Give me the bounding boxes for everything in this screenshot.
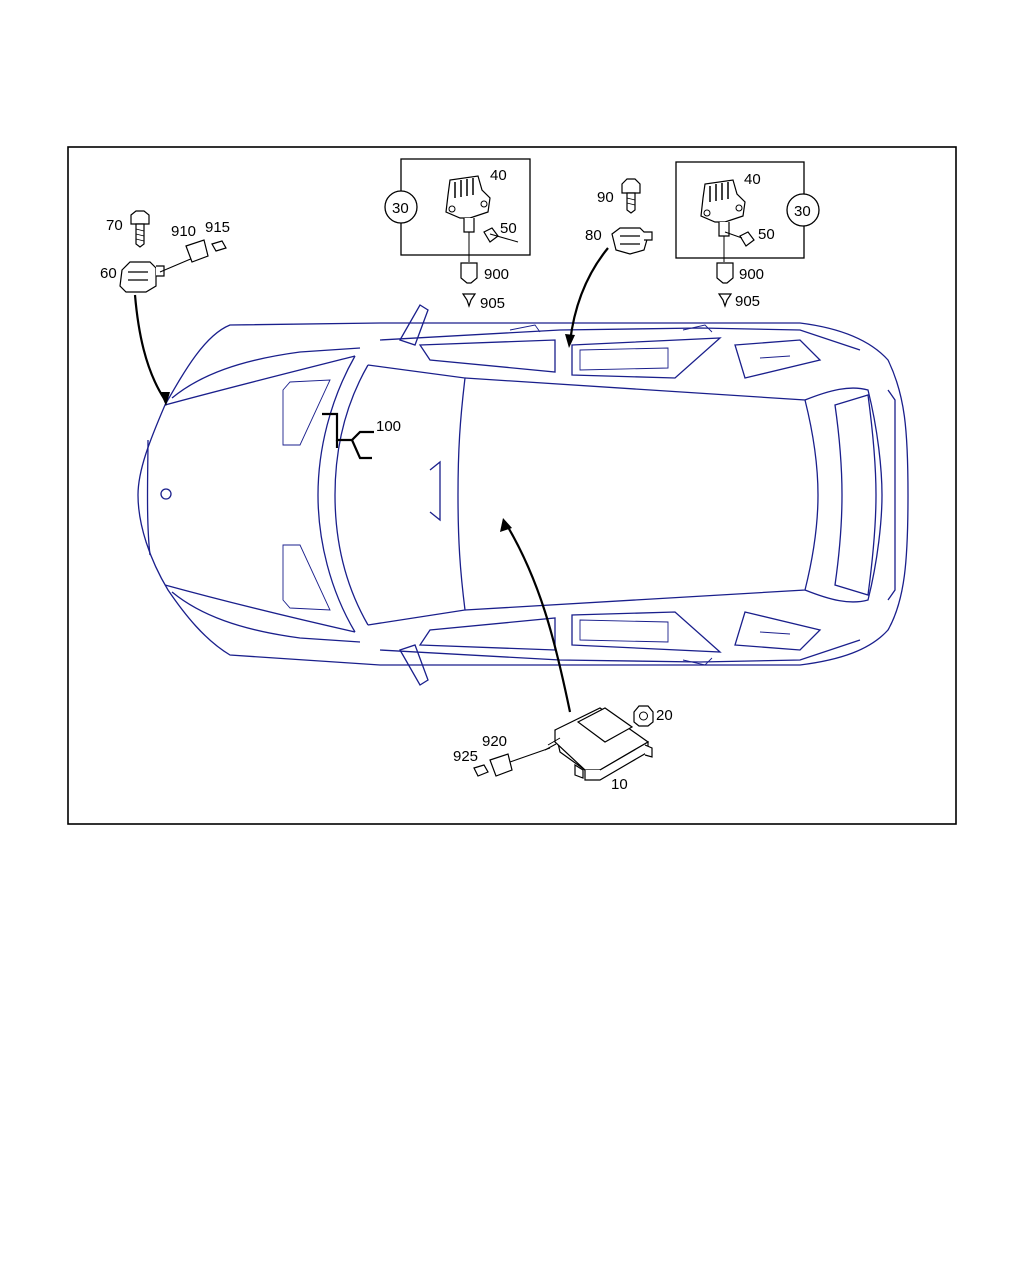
vehicle-outline — [137, 304, 909, 686]
label-30-right: 30 — [794, 203, 811, 220]
label-90: 90 — [597, 189, 614, 206]
connector-920-925 — [473, 747, 551, 777]
label-30-left: 30 — [392, 200, 409, 217]
connector-left — [460, 232, 478, 308]
label-920: 920 — [482, 733, 507, 750]
crash-sensor-left — [445, 175, 491, 233]
wiring-harness-icon — [322, 412, 374, 460]
label-900-right: 900 — [739, 266, 764, 283]
side-sensor — [611, 227, 653, 255]
label-50-right: 50 — [758, 226, 775, 243]
label-80: 80 — [585, 227, 602, 244]
label-925: 925 — [453, 748, 478, 765]
pointer-arrows — [133, 247, 609, 713]
connector-910-915 — [185, 239, 227, 263]
label-915: 915 — [205, 219, 230, 236]
callout-box-left — [384, 158, 531, 256]
callout-box-right — [675, 161, 820, 259]
label-910: 910 — [171, 223, 196, 240]
part-labels: 10 20 30 30 40 40 50 50 60 70 80 90 100 … — [100, 167, 811, 793]
label-50-left: 50 — [500, 220, 517, 237]
label-40-right: 40 — [744, 171, 761, 188]
label-40-left: 40 — [490, 167, 507, 184]
rivet-right — [724, 231, 755, 247]
label-900-left: 900 — [484, 266, 509, 283]
label-60: 60 — [100, 265, 117, 282]
label-905-left: 905 — [480, 295, 505, 312]
airbag-control-unit — [544, 707, 653, 781]
rivet-left — [483, 227, 519, 243]
diagram-frame — [67, 146, 957, 825]
mounting-nut — [633, 705, 654, 727]
side-bolt — [621, 178, 641, 214]
label-100: 100 — [376, 418, 401, 435]
label-905-right: 905 — [735, 293, 760, 310]
label-20: 20 — [656, 707, 673, 724]
front-bolt — [130, 210, 150, 248]
label-10: 10 — [611, 776, 628, 793]
connector-right — [716, 236, 734, 308]
label-70: 70 — [106, 217, 123, 234]
